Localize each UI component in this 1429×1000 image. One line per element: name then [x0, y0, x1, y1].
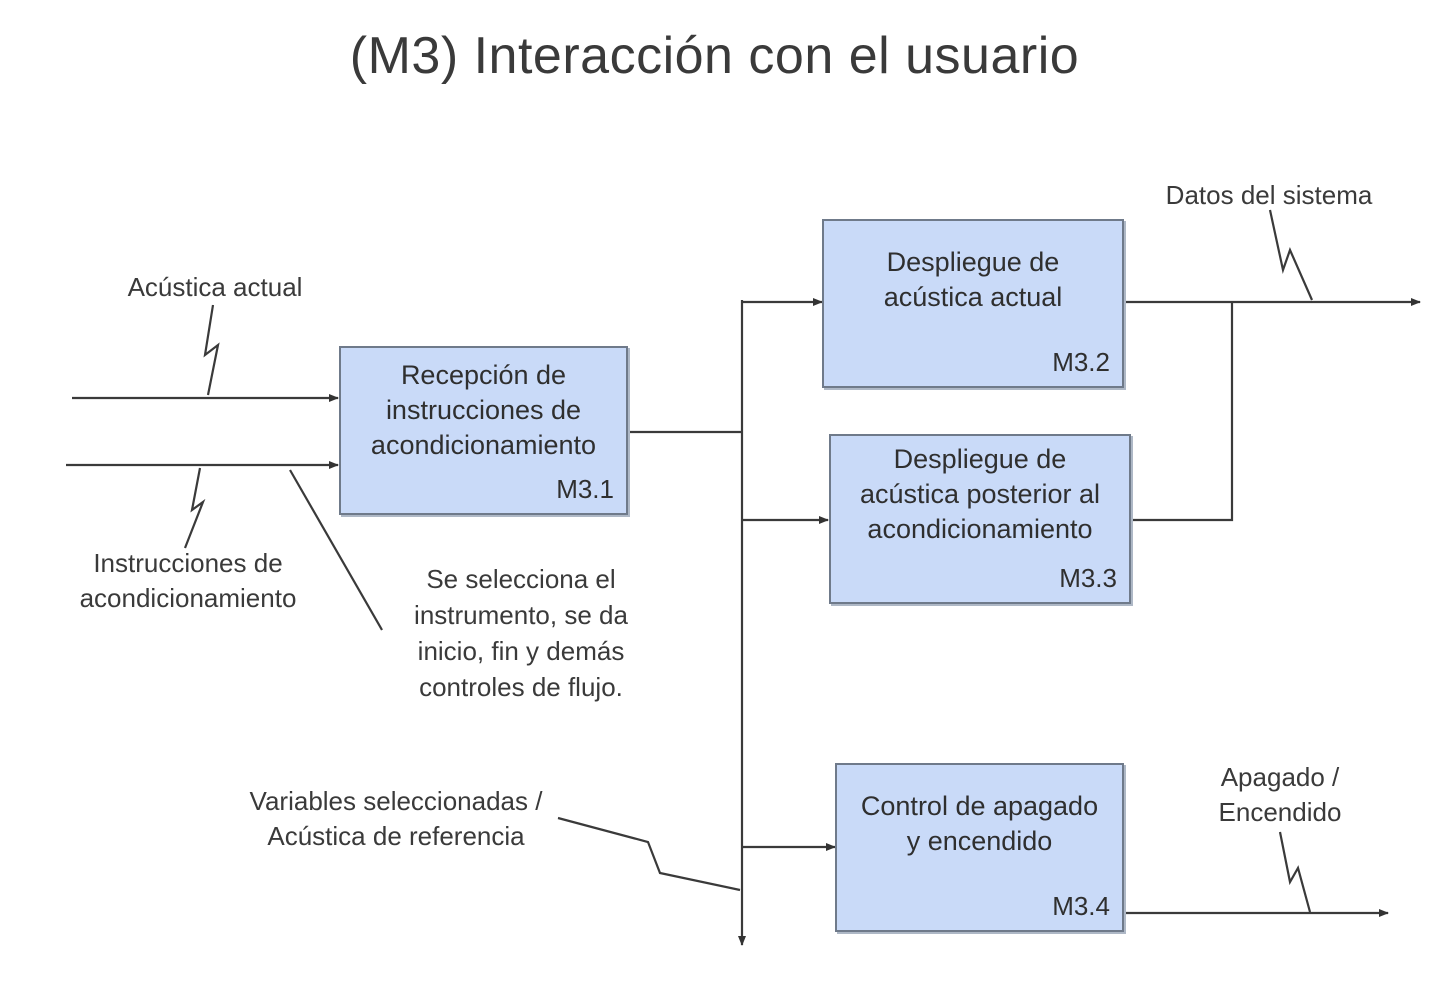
box-m3-3-code: M3.3 [1059, 563, 1117, 593]
diagram-title: (M3) Interacción con el usuario [349, 27, 1080, 85]
box-m3-3-label: Despliegue de acústica posterior al acon… [859, 444, 1101, 544]
box-m3-1: Recepción de instrucciones de acondicion… [339, 346, 628, 515]
label-datos-sistema: Datos del sistema [1165, 180, 1373, 210]
callout-variables [557, 816, 741, 892]
callout-instrucciones [183, 467, 206, 549]
box-m3-1-label: Recepción de instrucciones de acondicion… [370, 360, 597, 460]
label-acustica-actual: Acústica actual [127, 272, 303, 302]
box-m3-4-code: M3.4 [1052, 891, 1110, 921]
output-m33 [1131, 302, 1234, 522]
label-apagado: Apagado / Encendido [1218, 762, 1342, 827]
box-m3-2-label: Despliegue de acústica actual [883, 247, 1063, 312]
callout-acustica-actual [203, 304, 220, 396]
box-m3-4-label: Control de apagado y encendido [860, 791, 1099, 856]
label-variables: Variables seleccionadas / Acústica de re… [249, 786, 543, 851]
callout-datos-sistema [1268, 209, 1314, 301]
callout-apagado [1278, 831, 1312, 913]
box-m3-2-code: M3.2 [1052, 347, 1110, 377]
callout-nota [289, 469, 383, 631]
box-m3-2: Despliegue de acústica actual M3.2 [822, 219, 1124, 388]
label-instrucciones: Instrucciones de acondicionamiento [79, 548, 297, 613]
box-m3-1-code: M3.1 [556, 474, 614, 504]
box-m3-3: Despliegue de acústica posterior al acon… [829, 434, 1131, 604]
label-nota: Se selecciona el instrumento, se da inic… [414, 564, 628, 702]
box-m3-4: Control de apagado y encendido M3.4 [835, 763, 1124, 932]
